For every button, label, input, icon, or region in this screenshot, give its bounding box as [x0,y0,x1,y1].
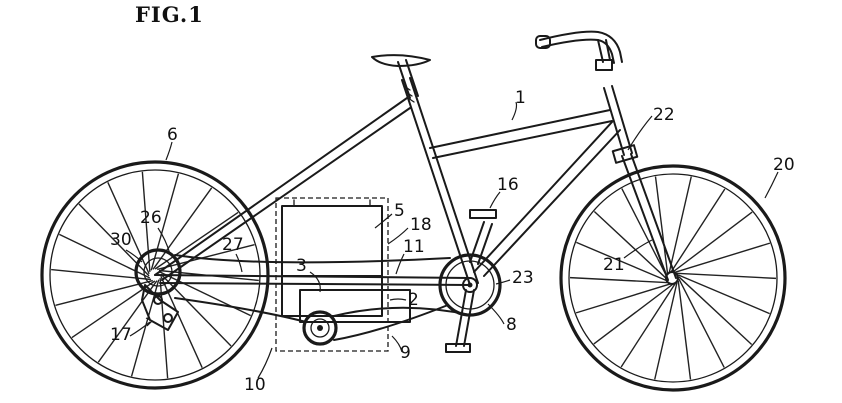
spoke [593,283,674,345]
spoke [51,268,152,281]
rear-wheel-spokes [51,171,259,379]
figure-title: FIG.1 [135,2,204,27]
rear-hub [134,248,182,331]
spoke [575,283,672,314]
spoke [71,280,156,339]
spoke [97,280,158,363]
spoke [593,210,668,280]
spoke [620,283,676,368]
spoke [576,241,669,282]
crank-arm [445,209,497,353]
spoke [130,279,160,377]
spoke [668,176,692,274]
spoke [154,211,239,270]
spoke [670,188,726,273]
spoke [152,187,213,270]
label-motor: 3 [296,256,307,276]
spoke [157,243,255,271]
bicycle-frame [154,30,679,286]
spoke [676,272,777,280]
spoke [160,273,232,347]
spoke [677,274,770,315]
spoke [141,171,151,272]
label-fork: 21 [603,255,625,275]
label-pedal: 16 [497,175,519,195]
spoke [55,279,153,307]
label-mount: 11 [403,237,425,257]
label-sprocket: 26 [140,208,162,228]
label-frame: 1 [515,88,526,108]
spoke [654,176,669,276]
label-rear-wheel: 6 [167,125,178,145]
rear-wheel [40,160,270,390]
spoke [672,211,753,273]
spoke [654,282,678,380]
label-chainring: 8 [506,315,517,335]
label-housing: 10 [244,375,266,395]
label-head-tube: 22 [653,105,675,125]
motor-sprocket [302,310,338,346]
spoke [678,276,753,346]
spoke [677,280,692,380]
label-drive-chain: 9 [400,343,411,363]
label-derailleur: 17 [110,325,132,345]
label-rear-hub: 30 [110,230,132,250]
label-battery-box: 2 [408,290,419,310]
label-rear-chain: 27 [222,235,244,255]
motor-housing [275,197,411,352]
label-box-top: 5 [394,201,405,221]
label-cover: 18 [410,215,432,235]
spoke [569,276,670,284]
spoke [674,242,771,273]
label-crank: 23 [512,268,534,288]
front-wheel [559,164,787,392]
spoke [150,173,180,271]
spoke [678,278,725,368]
spoke [621,188,668,278]
reference-labels: 1 6 22 20 16 5 18 11 3 2 9 10 23 8 21 26 [110,88,795,395]
drive-chain [174,254,471,341]
front-wheel-spokes [569,176,777,380]
label-front-wheel: 20 [773,155,795,175]
